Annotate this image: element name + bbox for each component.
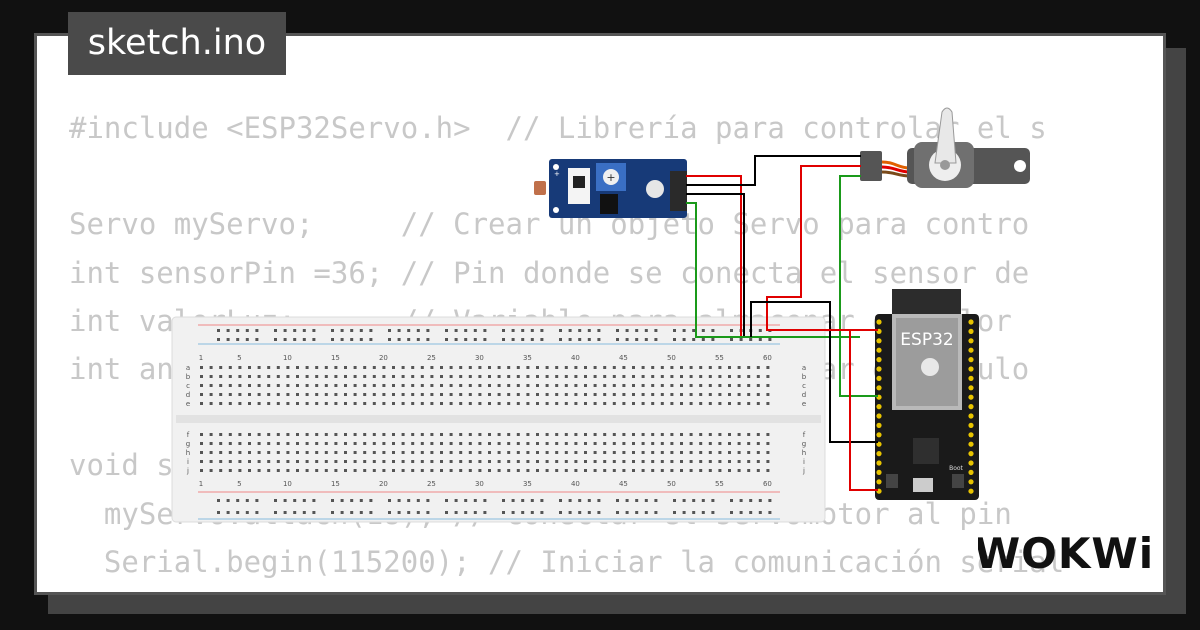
breadboard: 1155101015152020252530303535404045455050… xyxy=(171,316,826,523)
breadboard-row-letter: a xyxy=(186,364,190,372)
breadboard-col-number: 20 xyxy=(379,480,388,488)
breadboard-row-letter: f xyxy=(187,431,190,439)
breadboard-row-letter: j xyxy=(802,467,805,475)
breadboard-col-number: 1 xyxy=(199,354,203,362)
breadboard-col-number: 60 xyxy=(763,354,772,362)
wires xyxy=(686,155,878,491)
breadboard-row-letter: g xyxy=(186,440,190,448)
ldr-icon xyxy=(534,181,546,195)
espressif-logo-icon xyxy=(921,358,939,376)
breadboard-col-number: 10 xyxy=(283,354,292,362)
breadboard-col-number: 45 xyxy=(619,480,628,488)
breadboard-row-letter: i xyxy=(187,458,189,466)
breadboard-col-number: 50 xyxy=(667,480,676,488)
breadboard-row-letter: a xyxy=(802,364,806,372)
svg-text:+: + xyxy=(606,171,615,184)
breadboard-col-number: 40 xyxy=(571,354,580,362)
breadboard-col-number: 30 xyxy=(475,480,484,488)
breadboard-col-number: 35 xyxy=(523,354,532,362)
esp32-label: ESP32 xyxy=(900,330,953,350)
code-line: Serial.begin(115200); // Iniciar la comu… xyxy=(69,544,1065,579)
esp32-board: ESP32 Boot xyxy=(875,289,979,500)
breadboard-col-number: 55 xyxy=(715,354,724,362)
breadboard-col-number: 15 xyxy=(331,480,340,488)
breadboard-col-number: 50 xyxy=(667,354,676,362)
breadboard-col-number: 25 xyxy=(427,480,436,488)
breadboard-col-number: 1 xyxy=(199,480,203,488)
boot-label: Boot xyxy=(949,465,963,472)
breadboard-col-number: 40 xyxy=(571,480,580,488)
breadboard-row-letter: d xyxy=(802,391,806,399)
breadboard-col-number: 35 xyxy=(523,480,532,488)
wokwi-logo: WOKWi xyxy=(974,528,1153,578)
svg-text:+: + xyxy=(554,170,560,178)
breadboard-col-number: 10 xyxy=(283,480,292,488)
code-line: int sensorPin =36; // Pin donde se conec… xyxy=(69,255,1030,290)
breadboard-col-number: 55 xyxy=(715,480,724,488)
breadboard-row-letter: j xyxy=(186,467,189,475)
breadboard-row-letter: f xyxy=(803,431,806,439)
breadboard-row-letter: i xyxy=(803,458,805,466)
breadboard-row-letter: g xyxy=(802,440,806,448)
breadboard-row-letter: d xyxy=(186,391,190,399)
wokwi-logo-text: WOKWi xyxy=(978,529,1150,578)
code-line: #include <ESP32Servo.h> // Librería para… xyxy=(69,111,1047,145)
breadboard-col-number: 5 xyxy=(237,480,241,488)
servo-motor xyxy=(860,107,1030,188)
breadboard-col-number: 20 xyxy=(379,354,388,362)
breadboard-row-letter: h xyxy=(802,449,806,457)
breadboard-row-letter: e xyxy=(802,400,806,408)
breadboard-row-letter: e xyxy=(186,400,190,408)
light-sensor-module: + + xyxy=(534,159,687,218)
breadboard-row-letter: h xyxy=(186,449,190,457)
breadboard-col-number: 60 xyxy=(763,480,772,488)
breadboard-row-letter: c xyxy=(186,382,190,390)
breadboard-col-number: 45 xyxy=(619,354,628,362)
breadboard-col-number: 15 xyxy=(331,354,340,362)
breadboard-row-letter: b xyxy=(802,373,807,381)
breadboard-col-number: 5 xyxy=(237,354,241,362)
project-preview-card: #include <ESP32Servo.h> // Librería para… xyxy=(34,33,1166,595)
breadboard-col-number: 30 xyxy=(475,354,484,362)
code-line: Servo myServo; // Crear un objeto Servo … xyxy=(69,207,1030,242)
file-tab[interactable]: sketch.ino xyxy=(68,12,286,75)
breadboard-row-letter: b xyxy=(186,373,191,381)
breadboard-row-letter: c xyxy=(802,382,806,390)
breadboard-col-number: 25 xyxy=(427,354,436,362)
